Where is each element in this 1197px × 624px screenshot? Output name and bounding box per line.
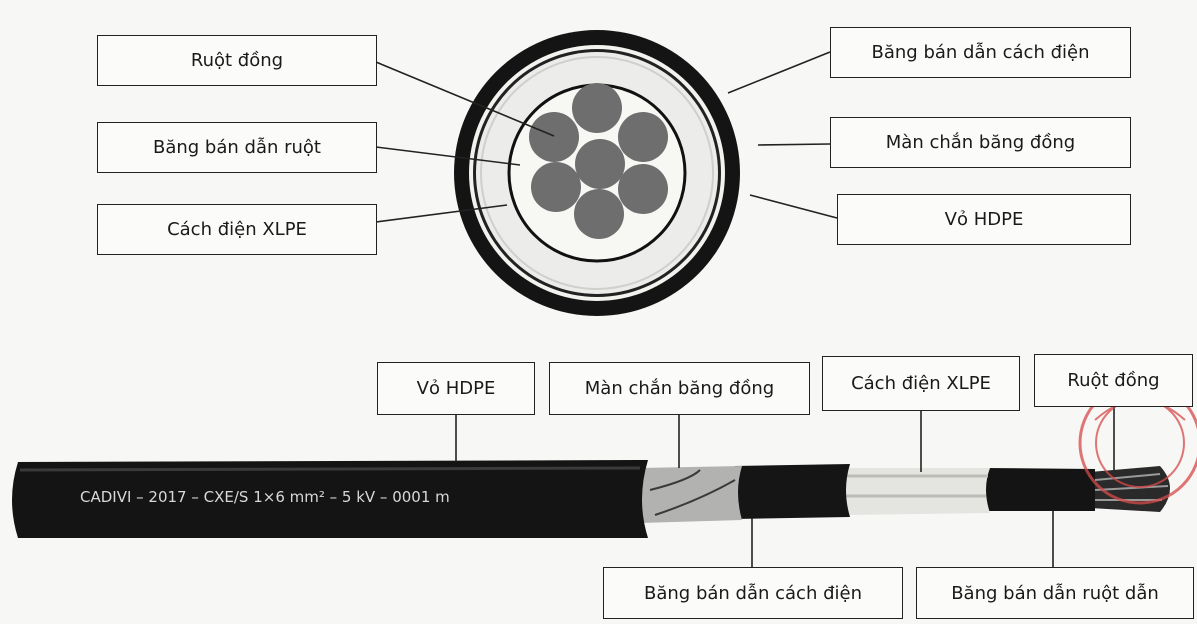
label-side-copper-conductor: Ruột đồng: [1034, 354, 1193, 407]
label-copper-conductor: Ruột đồng: [97, 35, 377, 86]
hdpe-sheath-section: [12, 460, 648, 538]
leader-insulation-screen: [727, 51, 831, 94]
strand: [574, 189, 624, 239]
leader-copper-tape: [757, 143, 831, 146]
strand: [572, 83, 622, 133]
cross-section: [454, 30, 740, 316]
insulation-screen-section: [735, 464, 850, 519]
xlpe-insulation-section: [845, 468, 990, 515]
strand: [531, 162, 581, 212]
leader-xlpe-insulation: [375, 204, 508, 223]
leader-copper-conductor: [375, 61, 555, 137]
strand: [575, 139, 625, 189]
strand: [618, 164, 668, 214]
strand: [618, 112, 668, 162]
label-side-insulation-screen: Băng bán dẫn cách điện: [603, 567, 903, 619]
copper-tape-section: [640, 466, 742, 523]
conductor-strand-lines: [1094, 473, 1169, 501]
copper-tape-wrap: [649, 469, 736, 516]
label-side-hdpe-sheath: Vỏ HDPE: [377, 362, 535, 415]
sheath-highlight: [19, 466, 641, 472]
copper-conductor-strands: [529, 83, 668, 239]
label-hdpe-sheath: Vỏ HDPE: [837, 194, 1131, 245]
label-copper-tape-screen: Màn chắn băng đồng: [830, 117, 1131, 168]
insulation-screen-ring: [480, 56, 714, 290]
side-view-leaders: [455, 407, 1115, 567]
label-insulation-screen: Băng bán dẫn cách điện: [830, 27, 1131, 78]
xlpe-highlight: [845, 474, 988, 498]
conductor-screen-section: [985, 468, 1095, 511]
label-conductor-screen: Băng bán dẫn ruột: [97, 122, 377, 173]
label-side-xlpe-insulation: Cách điện XLPE: [822, 356, 1020, 411]
cable-marking: CADIVI – 2017 – CXE/S 1×6 mm² – 5 kV – 0…: [80, 488, 450, 506]
side-view-cable: [12, 460, 1170, 538]
label-xlpe-insulation: Cách điện XLPE: [97, 204, 377, 255]
label-side-copper-tape-screen: Màn chắn băng đồng: [549, 362, 810, 415]
leader-conductor-screen: [375, 146, 521, 166]
leader-hdpe-sheath: [749, 194, 838, 219]
cross-section-leaders: [375, 51, 838, 223]
label-side-conductor-screen: Băng bán dẫn ruột dẫn: [916, 567, 1194, 619]
strand: [529, 112, 579, 162]
